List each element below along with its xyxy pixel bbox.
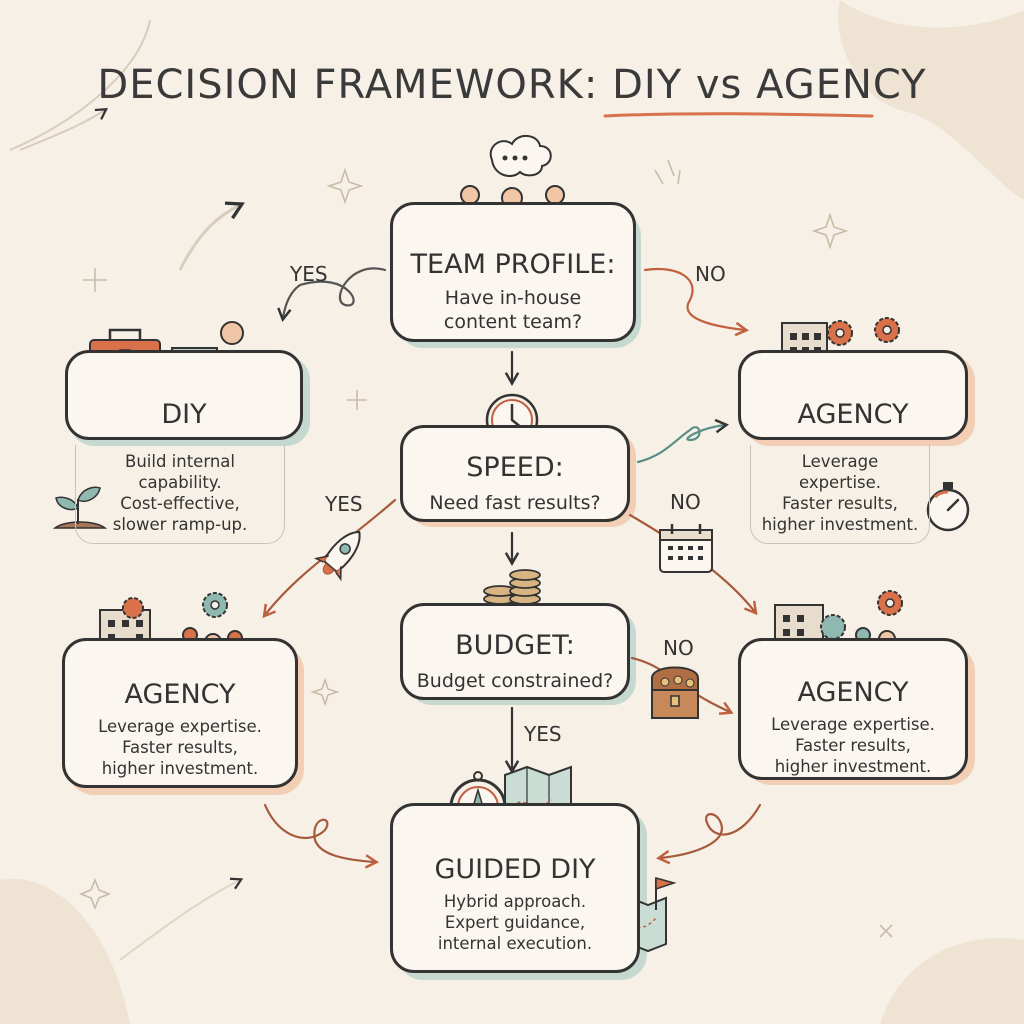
guided-diy-description: Hybrid approach. Expert guidance, intern… [393, 891, 637, 954]
description-line: slower ramp-up. [112, 515, 248, 534]
agency-right-description: Leverage expertise. Faster results, high… [741, 714, 965, 777]
description-line: Hybrid approach. [443, 892, 587, 911]
edge-label-speed-no: NO [670, 490, 701, 514]
outcome-heading: AGENCY [124, 679, 236, 710]
outcome-heading: GUIDED DIY [434, 854, 596, 885]
sparkle-icon [811, 212, 849, 250]
calendar-icon [659, 524, 713, 573]
description-line: Faster results, [795, 736, 911, 755]
diy-description: Build internal capability. Cost-effectiv… [75, 445, 285, 544]
burst-icon [654, 159, 681, 185]
agency-left-description: Leverage expertise. Faster results, high… [65, 716, 295, 779]
edge-label-budget-no: NO [663, 636, 694, 660]
rocket-icon [313, 531, 361, 582]
speed-node: SPEED: Need fast results? [400, 425, 630, 522]
node-question: Budget constrained? [416, 670, 614, 692]
outcome-heading: DIY [161, 399, 207, 430]
description-line: Leverage expertise. [798, 452, 882, 492]
stopwatch-icon [926, 482, 970, 532]
description-line: Cost-effective, [120, 494, 240, 513]
sprout-icon [52, 486, 108, 529]
agency-top-outcome: AGENCY [738, 350, 968, 440]
arrow-team-no [643, 267, 749, 337]
sparkle-icon [310, 677, 340, 707]
description-line: Leverage expertise. [771, 715, 935, 734]
budget-node: BUDGET: Budget constrained? [400, 603, 630, 700]
description-line: internal execution. [437, 934, 593, 953]
team-profile-node: TEAM PROFILE: Have in-house content team… [390, 202, 636, 342]
outcome-heading: AGENCY [797, 677, 909, 708]
description-line: Leverage expertise. [98, 717, 262, 736]
sparkle-icon [78, 877, 112, 911]
outcome-heading: AGENCY [797, 399, 909, 430]
edge-label-speed-yes: YES [325, 492, 363, 516]
description-line: Faster results, [122, 738, 238, 757]
agency-right-outcome: AGENCY Leverage expertise. Faster result… [738, 638, 968, 780]
treasure-chest-icon [651, 666, 699, 719]
description-line: higher investment. [101, 759, 259, 778]
description-line: Faster results, [782, 494, 898, 513]
diy-outcome: DIY [65, 350, 303, 440]
sparkle-icon [326, 167, 364, 205]
cross-icon [879, 924, 893, 938]
sparkle-icons [78, 159, 893, 938]
node-heading: TEAM PROFILE: [410, 249, 616, 280]
guided-diy-outcome: GUIDED DIY Hybrid approach. Expert guida… [390, 803, 640, 973]
agency-top-description: Leverage expertise. Faster results, high… [750, 445, 930, 544]
arrow-agency-right-guided [655, 803, 762, 865]
title-underline [603, 112, 874, 118]
edge-label-team-no: NO [695, 262, 726, 286]
node-question: Need fast results? [429, 492, 601, 514]
arrow-to-agency-top [636, 418, 729, 464]
plus-icon [347, 390, 367, 410]
agency-left-outcome: AGENCY Leverage expertise. Faster result… [62, 638, 298, 788]
edge-label-budget-yes: YES [524, 722, 562, 746]
node-heading: SPEED: [466, 452, 564, 483]
node-heading: BUDGET: [455, 630, 575, 661]
node-question: Have in-house content team? [443, 287, 583, 333]
page-title: DECISION FRAMEWORK: DIY vs AGENCY [97, 62, 927, 108]
plus-icon [83, 268, 107, 292]
edge-label-team-yes: YES [290, 262, 328, 286]
description-line: Build internal capability. [125, 452, 235, 492]
arrow-team-yes [277, 267, 387, 322]
arrow-agency-left-guided [263, 803, 380, 869]
description-line: Expert guidance, [444, 913, 586, 932]
description-line: higher investment. [774, 757, 932, 776]
description-line: higher investment. [761, 515, 919, 534]
